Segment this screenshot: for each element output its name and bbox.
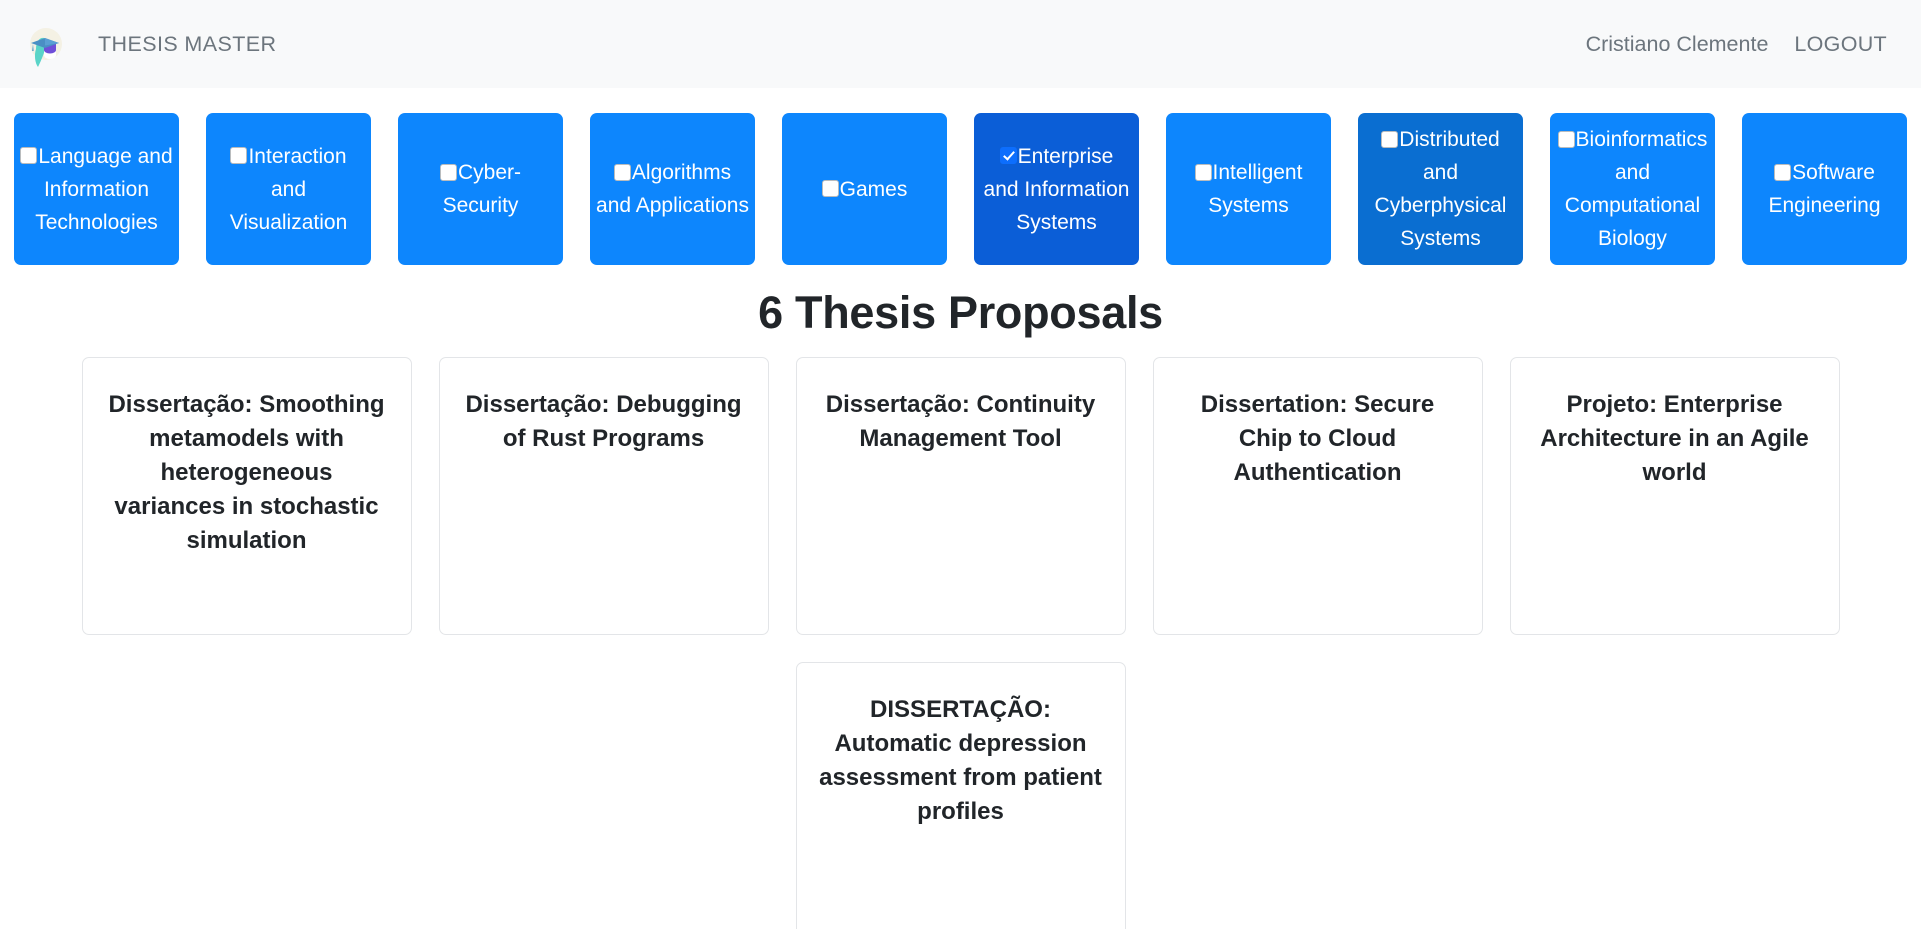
topic-filter-bioinformatics-and-computational-biology[interactable]: Bioinformatics and Computational Biology (1550, 113, 1715, 265)
checkbox-checked-icon[interactable] (999, 147, 1017, 165)
checkbox-unchecked-icon[interactable] (821, 180, 839, 198)
topic-filter-algorithms-and-applications[interactable]: Algorithms and Applications (590, 113, 755, 265)
topic-filter-games[interactable]: Games (782, 113, 947, 265)
topic-filter-content: Software Engineering (1748, 156, 1901, 222)
topic-filter-content: Intelligent Systems (1172, 156, 1325, 222)
topic-filter-content: Interaction and Visualization (212, 140, 365, 239)
topic-filter-label: Games (839, 177, 908, 201)
top-navbar: THESIS MASTER Cristiano Clemente LOGOUT (0, 0, 1921, 88)
brand-title: THESIS MASTER (98, 31, 277, 56)
topic-filter-label: Software Engineering (1768, 161, 1881, 217)
proposal-card-title: DISSERTAÇÃO: Automatic depression assess… (819, 696, 1102, 825)
topic-filter-label: Bioinformatics and Computational Biology (1564, 128, 1708, 250)
checkbox-unchecked-icon[interactable] (613, 163, 631, 181)
proposal-card-title: Dissertação: Debugging of Rust Programs (465, 391, 742, 452)
topic-filter-label: Interaction and Visualization (229, 144, 348, 234)
topic-filter-label: Intelligent Systems (1208, 161, 1303, 217)
graduation-cap-logo-icon (22, 19, 68, 69)
topic-filter-label: Cyber-Security (442, 161, 521, 217)
checkbox-unchecked-icon[interactable] (1557, 130, 1575, 148)
navbar-right: Cristiano Clemente LOGOUT (1586, 32, 1897, 57)
topic-filter-interaction-and-visualization[interactable]: Interaction and Visualization (206, 113, 371, 265)
proposal-card-row-2: DISSERTAÇÃO: Automatic depression assess… (0, 662, 1921, 929)
proposal-card-title: Projeto: Enterprise Architecture in an A… (1540, 391, 1809, 486)
proposal-card-row-1: Dissertação: Smoothing metamodels with h… (0, 357, 1921, 635)
proposal-card[interactable]: Dissertação: Debugging of Rust Programs (438, 357, 769, 635)
brand[interactable]: THESIS MASTER (22, 19, 276, 69)
proposal-card-title: Dissertação: Smoothing metamodels with h… (108, 391, 385, 554)
topic-filter-intelligent-systems[interactable]: Intelligent Systems (1166, 113, 1331, 265)
topic-filter-content: Language and Information Technologies (20, 140, 173, 239)
topic-filter-content: Algorithms and Applications (596, 156, 749, 222)
checkbox-unchecked-icon[interactable] (1381, 130, 1399, 148)
topic-filter-content: Distributed and Cyberphysical Systems (1364, 123, 1517, 255)
proposal-card[interactable]: Dissertação: Continuity Management Tool (795, 357, 1126, 635)
user-name[interactable]: Cristiano Clemente (1585, 31, 1769, 56)
checkbox-unchecked-icon[interactable] (230, 147, 248, 165)
checkbox-unchecked-icon[interactable] (439, 163, 457, 181)
topic-filter-content: Bioinformatics and Computational Biology (1556, 123, 1709, 255)
proposal-card[interactable]: DISSERTAÇÃO: Automatic depression assess… (795, 662, 1126, 929)
topic-filter-enterprise-and-information-systems[interactable]: Enterprise and Information Systems (974, 113, 1139, 265)
proposal-card[interactable]: Projeto: Enterprise Architecture in an A… (1509, 357, 1840, 635)
proposal-card[interactable]: Dissertação: Smoothing metamodels with h… (81, 357, 412, 635)
proposal-card-title: Dissertação: Continuity Management Tool (825, 391, 1096, 452)
topic-filter-label: Distributed and Cyberphysical Systems (1374, 128, 1507, 250)
topic-filter-content: Games (821, 173, 908, 206)
topic-filter-content: Enterprise and Information Systems (980, 140, 1133, 239)
topic-filter-cyber-security[interactable]: Cyber-Security (398, 113, 563, 265)
proposal-card-title: Dissertation: Secure Chip to Cloud Authe… (1200, 391, 1435, 486)
proposal-card[interactable]: Dissertation: Secure Chip to Cloud Authe… (1152, 357, 1483, 635)
topic-filter-bar: Language and Information Technologies Int… (0, 88, 1921, 265)
topic-filter-label: Algorithms and Applications (596, 161, 749, 217)
topic-filter-content: Cyber-Security (404, 156, 557, 222)
topic-filter-distributed-and-cyberphysical-systems[interactable]: Distributed and Cyberphysical Systems (1358, 113, 1523, 265)
topic-filter-language-and-information-technologies[interactable]: Language and Information Technologies (14, 113, 179, 265)
logout-link[interactable]: LOGOUT (1794, 31, 1887, 56)
checkbox-unchecked-icon[interactable] (1774, 163, 1792, 181)
topic-filter-label: Enterprise and Information Systems (983, 144, 1130, 234)
topic-filter-label: Language and Information Technologies (35, 144, 173, 234)
checkbox-unchecked-icon[interactable] (20, 147, 38, 165)
topic-filter-software-engineering[interactable]: Software Engineering (1742, 113, 1907, 265)
checkbox-unchecked-icon[interactable] (1194, 163, 1212, 181)
page-title: 6 Thesis Proposals (758, 287, 1163, 338)
